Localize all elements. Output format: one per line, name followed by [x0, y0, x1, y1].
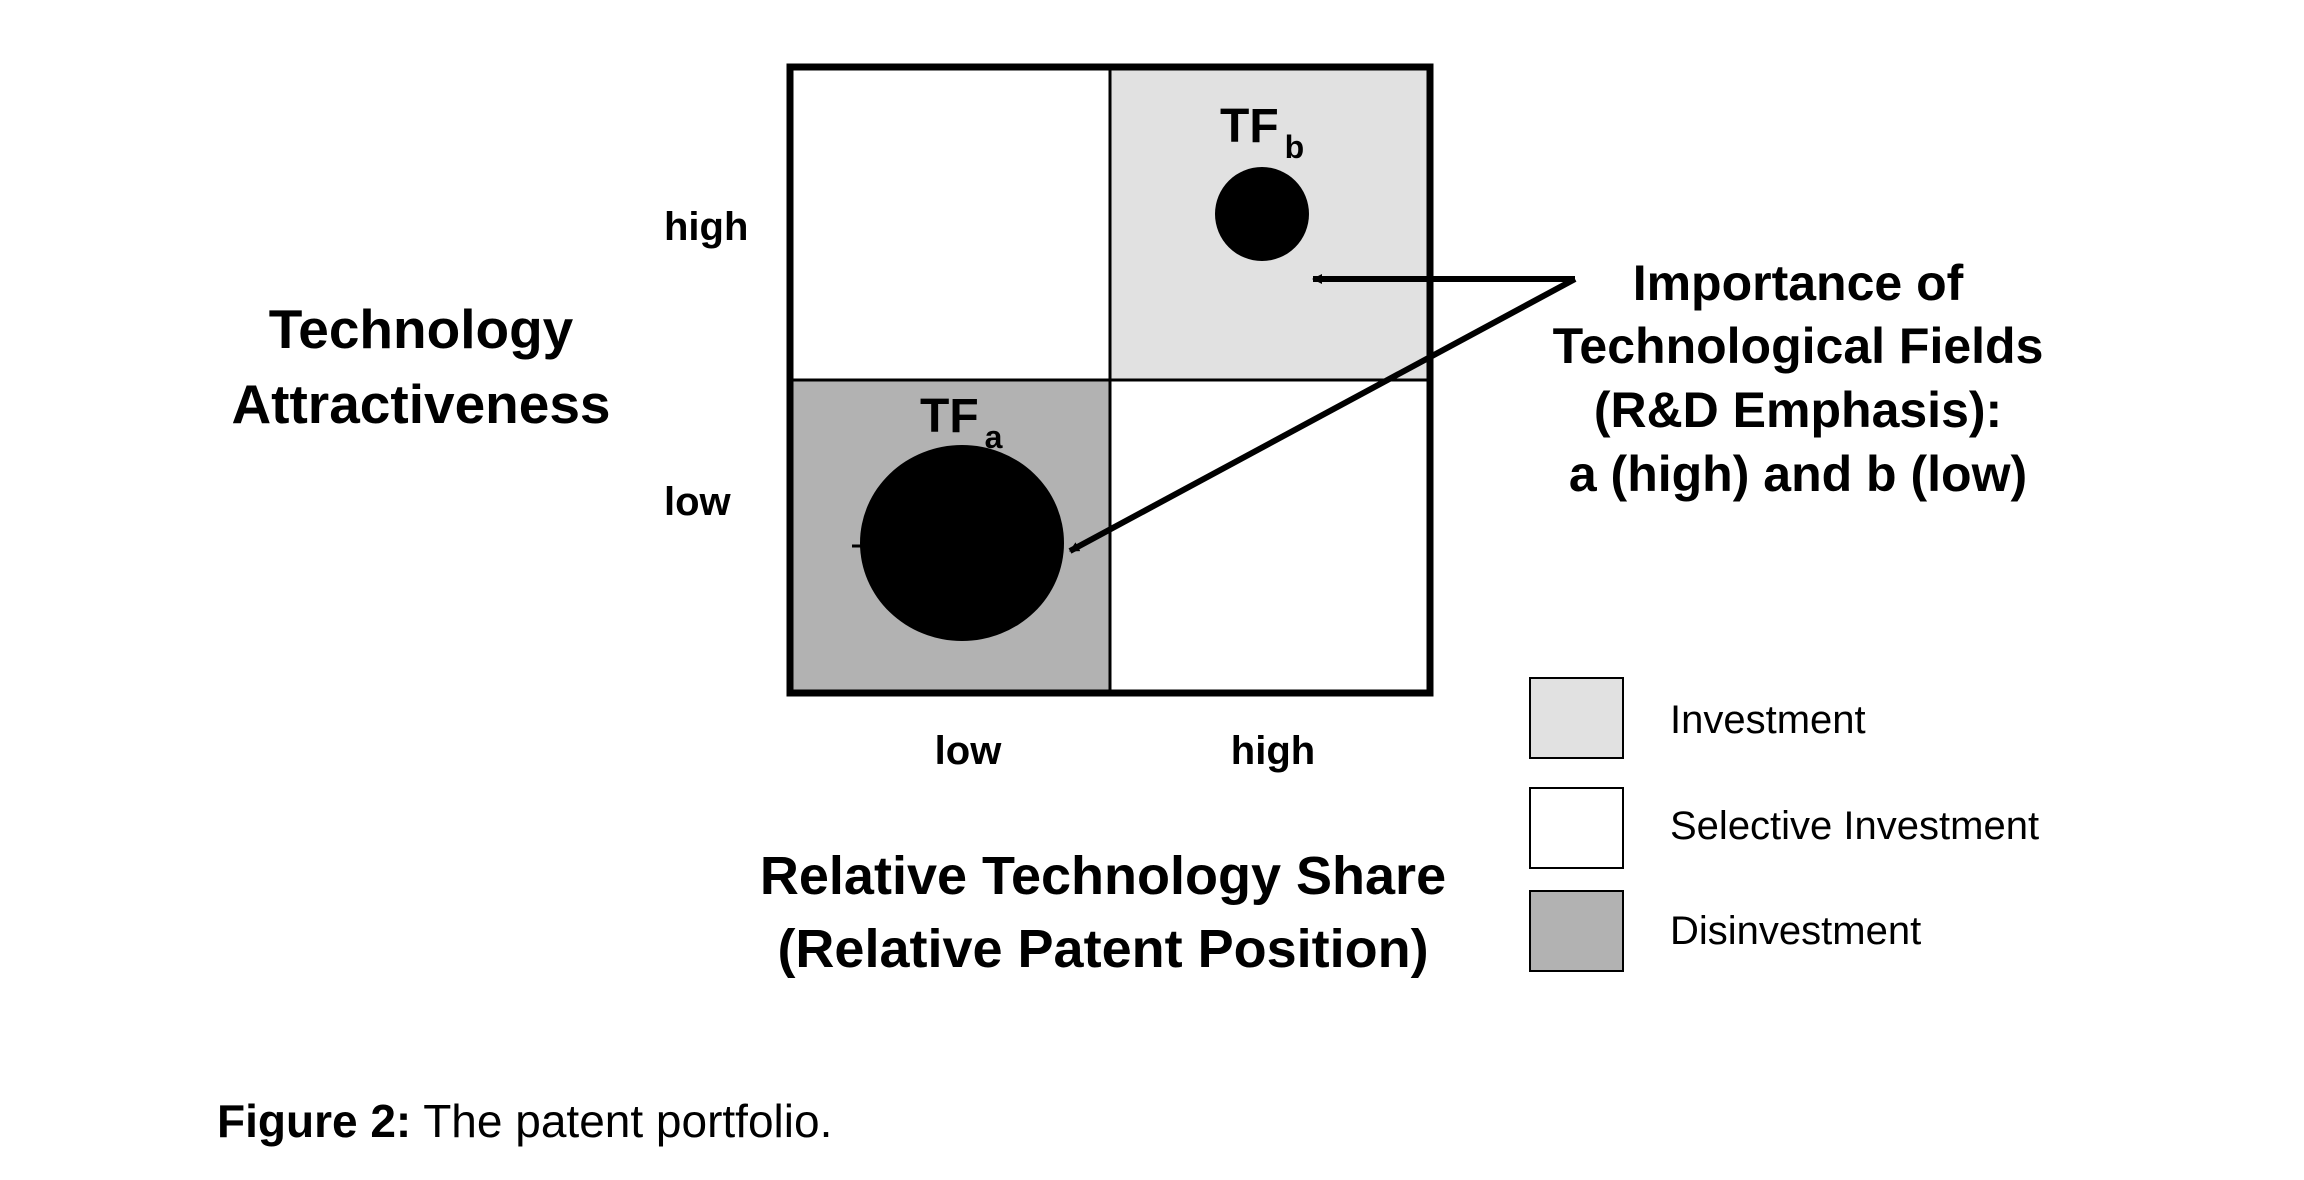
importance-arrows	[1068, 274, 1577, 554]
quadrant-top-left-selective	[788, 65, 1112, 382]
legend: Investment Selective Investment Disinves…	[1529, 677, 2039, 972]
y-tick-low: low	[664, 480, 732, 524]
caption-label: Figure 2:	[217, 1095, 411, 1147]
legend-label-investment: Investment	[1670, 698, 1866, 742]
y-axis-title-line1: Technology	[269, 298, 574, 360]
bubble-tf-b	[1215, 167, 1309, 261]
y-tick-high: high	[664, 205, 748, 249]
importance-annotation: Importance of Technological Fields (R&D …	[1553, 255, 2044, 502]
annotation-line-2: Technological Fields	[1553, 318, 2044, 374]
figure-caption: Figure 2: The patent portfolio.	[217, 1095, 832, 1147]
legend-swatch-investment	[1529, 677, 1624, 759]
arrow-to-tf-a	[1068, 276, 1577, 554]
legend-label-selective-investment: Selective Investment	[1670, 804, 2039, 848]
legend-label-disinvestment: Disinvestment	[1670, 909, 1921, 953]
y-axis-title-line2: Attractiveness	[231, 373, 610, 435]
legend-swatch-disinvestment	[1529, 890, 1624, 972]
annotation-line-1: Importance of	[1633, 255, 1964, 311]
matrix-outer-border	[786, 63, 1434, 697]
legend-swatch-selective-investment	[1529, 787, 1624, 869]
caption-text: The patent portfolio.	[411, 1095, 832, 1147]
annotation-line-3: (R&D Emphasis):	[1594, 382, 2002, 438]
x-tick-high: high	[1231, 729, 1315, 773]
x-tick-low: low	[935, 729, 1003, 773]
quadrant-bottom-right-selective	[1108, 378, 1432, 695]
annotation-line-4: a (high) and b (low)	[1569, 446, 2027, 502]
x-axis-title-line2: (Relative Patent Position)	[777, 919, 1428, 979]
bubble-tf-a	[860, 445, 1064, 641]
x-axis-title-line1: Relative Technology Share	[760, 846, 1446, 906]
